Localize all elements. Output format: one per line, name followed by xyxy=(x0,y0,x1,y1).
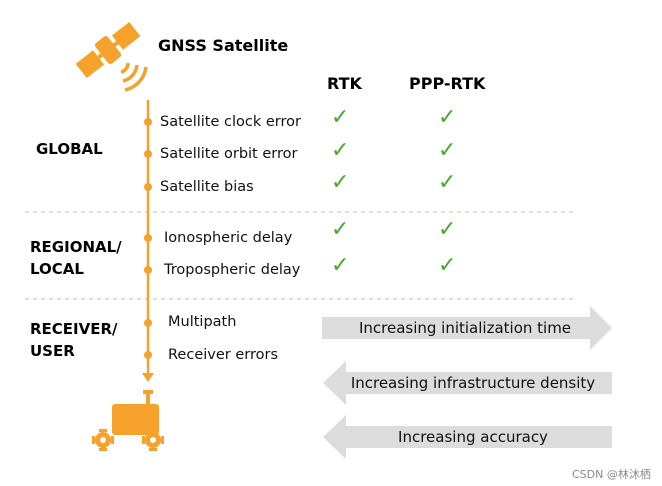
check-icon: ✓ xyxy=(438,217,457,242)
arrow-shape-right xyxy=(322,306,612,350)
error-item-label: Tropospheric delay xyxy=(164,262,301,278)
error-item-label: Ionospheric delay xyxy=(164,230,293,246)
section-label-global: GLOBAL xyxy=(36,138,103,160)
satellite-icon xyxy=(75,21,148,92)
timeline-dots xyxy=(144,118,152,359)
column-header-rtk: RTK xyxy=(327,74,362,93)
check-icon: ✓ xyxy=(331,217,350,242)
error-item-label: Receiver errors xyxy=(168,347,278,363)
check-icon: ✓ xyxy=(331,105,350,130)
section-label-line: REGIONAL/ xyxy=(30,238,122,256)
check-icon: ✓ xyxy=(331,253,350,278)
error-item-label: Satellite orbit error xyxy=(160,146,298,162)
watermark: CSDN @林沐栖 xyxy=(572,468,651,481)
column-header-ppp-rtk: PPP-RTK xyxy=(409,74,486,93)
check-icon: ✓ xyxy=(438,170,457,195)
check-icon: ✓ xyxy=(331,170,350,195)
check-icon: ✓ xyxy=(438,105,457,130)
check-icon: ✓ xyxy=(331,138,350,163)
page-title: GNSS Satellite xyxy=(158,36,289,55)
section-label-regional-local: REGIONAL/ LOCAL xyxy=(30,236,122,280)
check-icon: ✓ xyxy=(438,138,457,163)
timeline-arrowhead xyxy=(142,373,154,382)
error-item-label: Multipath xyxy=(168,314,237,330)
rover-icon xyxy=(92,390,164,451)
error-item-label: Satellite clock error xyxy=(160,114,301,130)
section-label-line: LOCAL xyxy=(30,260,84,278)
arrow-label-initialization-time: Increasing initialization time xyxy=(358,319,572,337)
section-label-line: USER xyxy=(30,342,75,360)
section-label-line: GLOBAL xyxy=(36,140,103,158)
arrow-shape-left xyxy=(323,415,612,459)
section-label-receiver-user: RECEIVER/ USER xyxy=(30,318,118,362)
arrow-label-infrastructure-density: Increasing infrastructure density xyxy=(350,374,596,392)
section-label-line: RECEIVER/ xyxy=(30,320,118,338)
arrow-shape-left xyxy=(323,361,612,405)
arrow-label-accuracy: Increasing accuracy xyxy=(398,428,548,446)
error-item-label: Satellite bias xyxy=(160,179,254,195)
check-icon: ✓ xyxy=(438,253,457,278)
